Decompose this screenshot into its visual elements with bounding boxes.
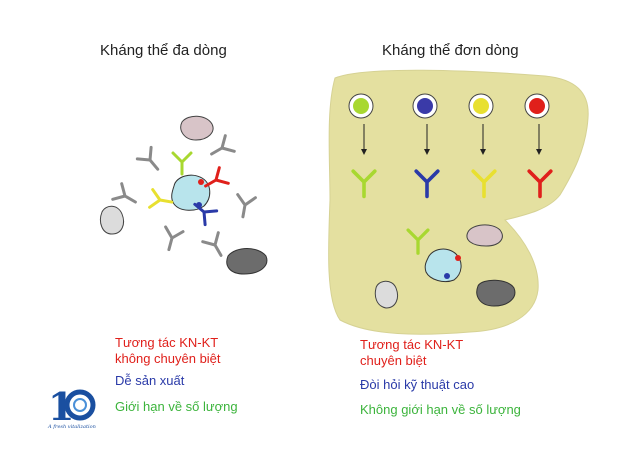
logo-ring [64,389,96,421]
antibody-gray-2 [210,134,236,156]
clone-cell-red [524,93,550,119]
polyclonal-scene [99,115,268,275]
logo-tagline: A fresh vitalization [48,424,96,430]
right-interaction-line1: Tương tác KN-KT [360,337,464,352]
logo-numeral: 1 [48,384,74,429]
antibody-yellow [148,188,174,209]
antigen-cell-pink-right [466,224,503,247]
antibody-blue [193,202,219,227]
antibody-mono-green [351,169,377,199]
right-quantity-note: Không giới hạn về số lượng [360,402,521,417]
antibody-bound-green [406,228,430,255]
clone-cell-yellow [468,93,494,119]
antibody-gray-1 [135,145,160,171]
clone-cell-green [348,93,374,119]
antigen-cell-light-gray [99,205,125,235]
antibody-red [204,166,230,188]
monoclonal-scene [348,93,550,309]
antibody-mono-yellow [471,169,497,199]
cell-culture-area [328,69,589,335]
left-interaction-line1: Tương tác KN-KT [115,335,219,350]
antigen-cell-pink [180,115,214,141]
antigen-cell-dark-gray-right [476,279,516,307]
title-monoclonal: Kháng thể đơn dòng [382,42,519,59]
title-polyclonal: Kháng thể đa dòng [100,42,227,59]
antigen-cell-light-gray-right [374,280,399,309]
target-antigen-right [424,248,462,283]
brand-logo: 1 [48,384,96,429]
antibody-mono-red [527,169,553,199]
left-production-note: Dễ sản xuất [115,373,185,388]
monoclonal-antibodies [351,169,553,255]
antibody-gray-5 [164,225,185,252]
clone-cell-blue [412,93,438,119]
antibody-yellow-green [171,151,193,176]
antigen-cell-dark-gray [226,248,268,275]
left-interaction-line2: không chuyên biệt [115,351,221,366]
polyclonal-antibodies [111,134,257,257]
antibody-gray-3 [111,182,137,204]
left-quantity-note: Giới hạn về số lượng [115,399,238,414]
antibody-gray-4 [236,193,257,219]
antibody-gray-6 [201,231,223,257]
central-antigen [171,174,211,211]
antibody-mono-blue [414,169,440,199]
right-technique-note: Đòi hỏi kỹ thuật cao [360,377,475,392]
right-interaction-line2: chuyên biệt [360,353,427,368]
